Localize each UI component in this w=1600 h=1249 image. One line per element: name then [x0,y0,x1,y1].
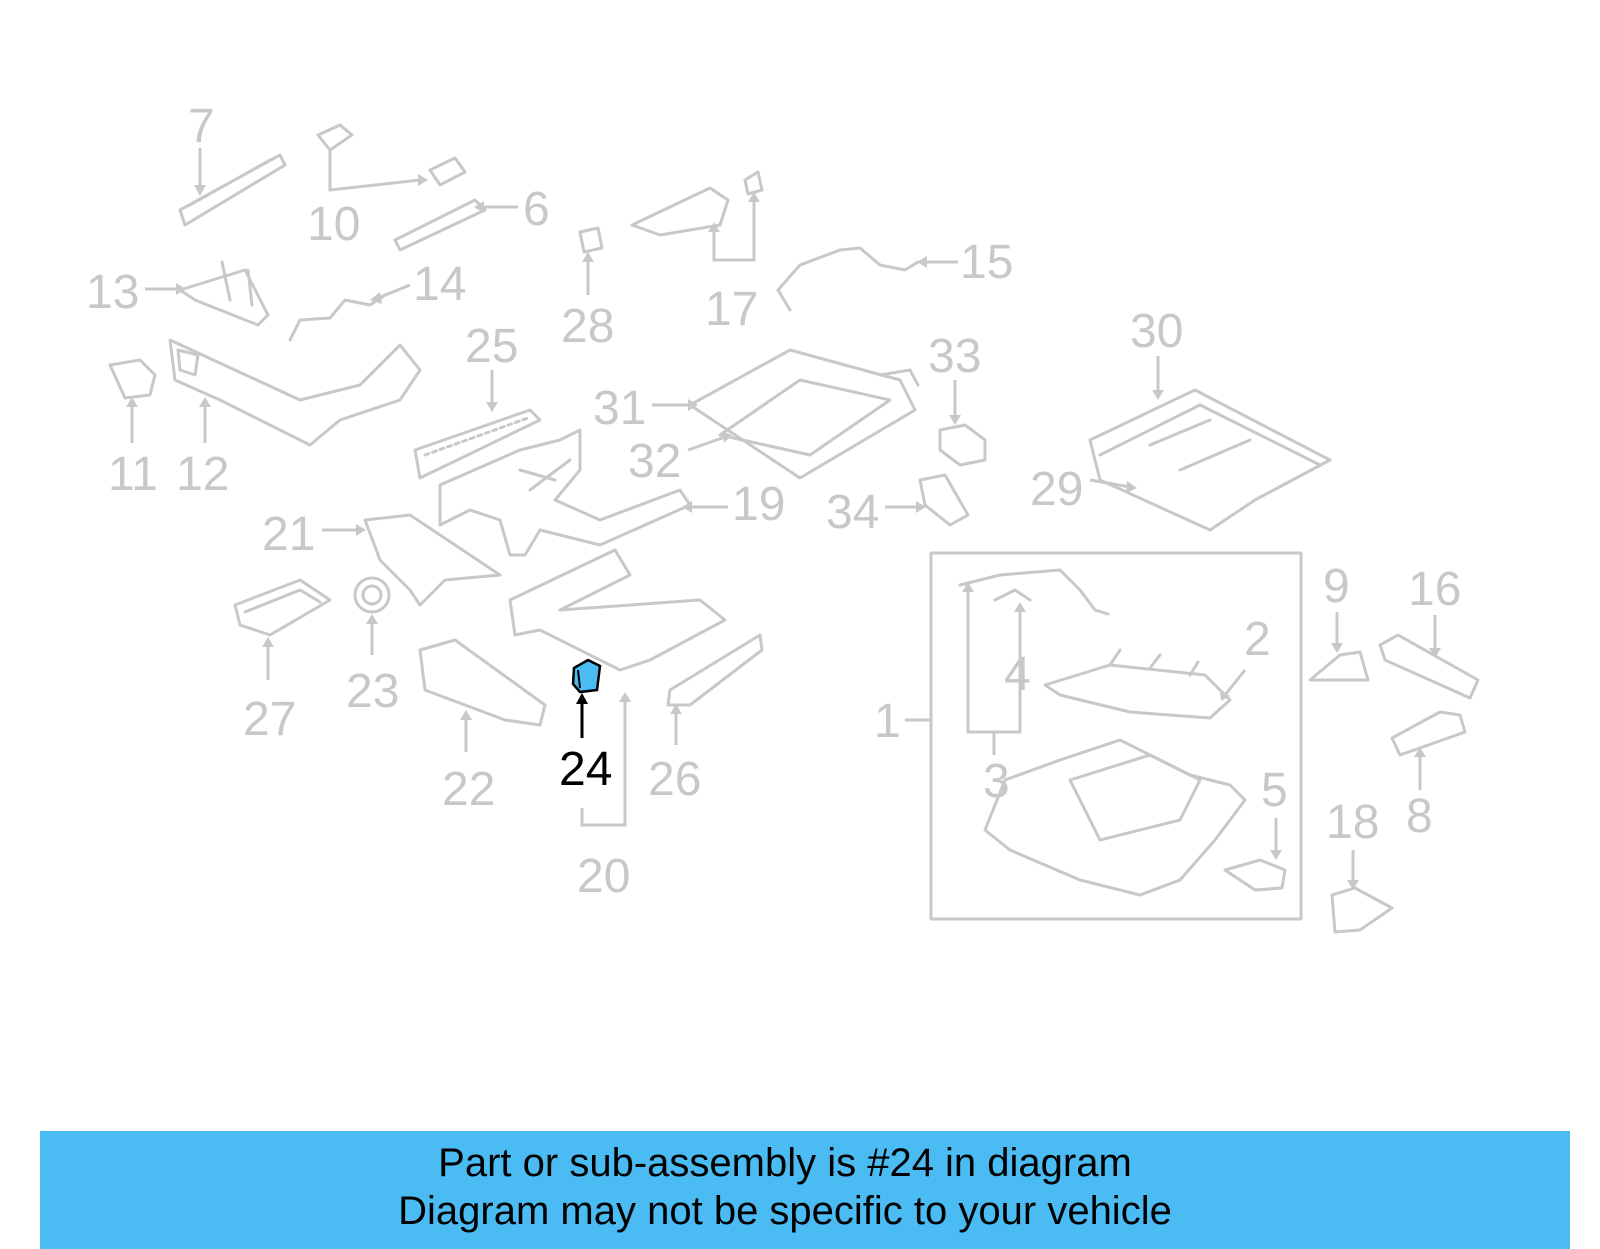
label-13: 13 [86,266,139,319]
leader-lines [126,148,1441,890]
highlighted-part-24 [571,658,602,694]
label-4: 4 [1004,648,1031,701]
info-banner: Part or sub-assembly is #24 in diagram D… [40,1131,1570,1249]
label-23: 23 [346,665,399,718]
label-26: 26 [648,753,701,806]
label-34: 34 [826,486,879,539]
label-1: 1 [874,695,901,748]
label-29: 29 [1030,463,1083,516]
label-9: 9 [1323,560,1350,613]
label-21: 21 [262,508,315,561]
callout-labels: 7 10 6 28 17 15 13 14 25 33 30 31 32 11 … [86,100,1461,903]
banner-line-1: Part or sub-assembly is #24 in diagram [438,1141,1132,1185]
label-8: 8 [1406,790,1433,843]
label-5: 5 [1261,764,1288,817]
label-10: 10 [307,198,360,251]
label-22: 22 [442,763,495,816]
label-27: 27 [243,693,296,746]
label-17: 17 [705,283,758,336]
label-14: 14 [413,258,466,311]
label-30: 30 [1130,305,1183,358]
label-31: 31 [593,382,646,435]
label-7: 7 [188,100,215,153]
label-6: 6 [523,183,550,236]
label-25: 25 [465,320,518,373]
label-18: 18 [1326,796,1379,849]
label-2: 2 [1244,613,1271,666]
label-19: 19 [732,478,785,531]
label-15: 15 [960,236,1013,289]
label-12: 12 [176,448,229,501]
banner-line-2: Diagram may not be specific to your vehi… [398,1189,1172,1233]
label-24-highlighted: 24 [559,743,612,796]
label-33: 33 [928,330,981,383]
label-16: 16 [1408,563,1461,616]
label-20: 20 [577,850,630,903]
label-11: 11 [108,448,158,501]
label-3: 3 [983,755,1010,808]
label-32: 32 [628,435,681,488]
part-shapes [108,123,1480,934]
label-28: 28 [561,300,614,353]
